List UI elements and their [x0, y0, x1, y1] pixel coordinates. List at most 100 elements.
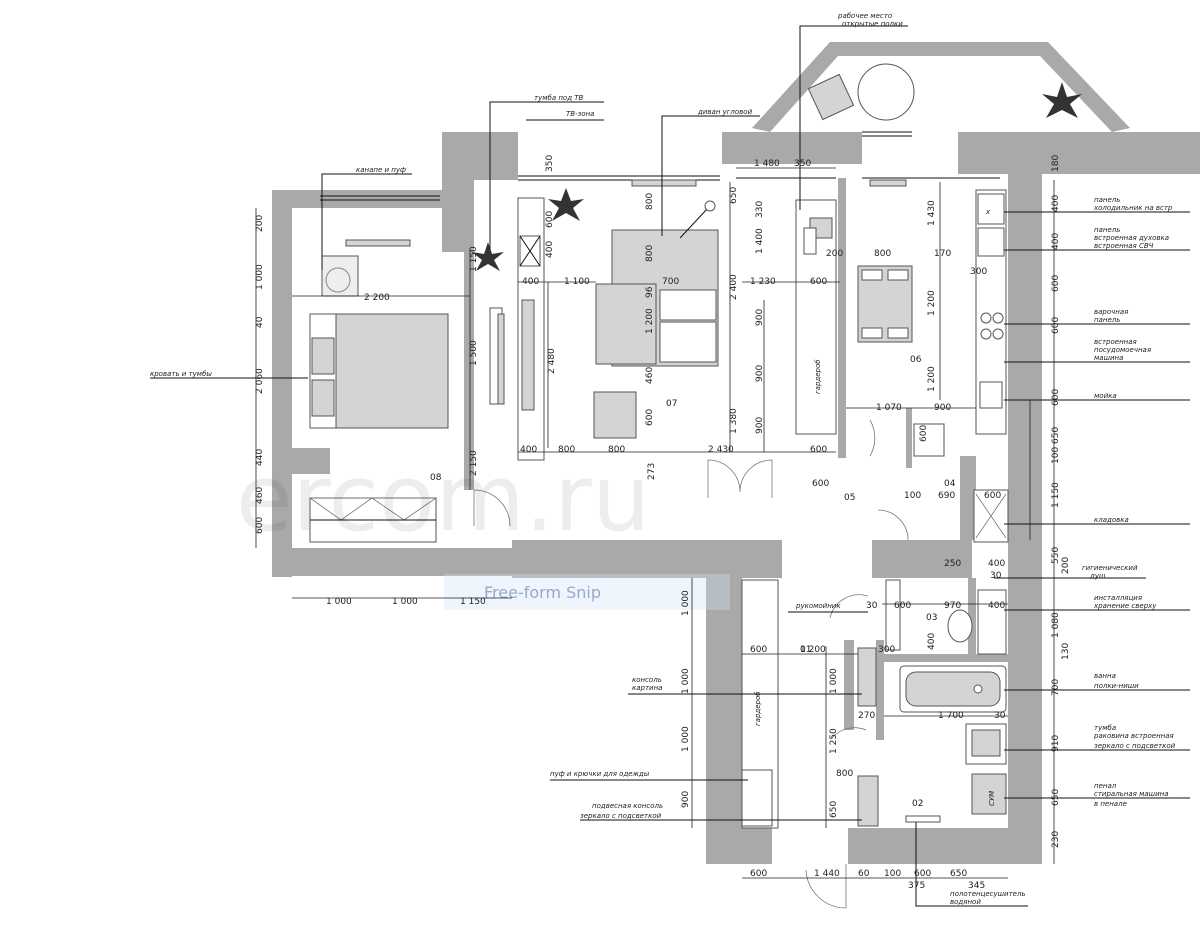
dim-text: 300 [878, 645, 895, 655]
callout-dishwasher: встроенная [1094, 338, 1137, 346]
dim-text: 900 [755, 365, 765, 382]
dim-text: 1 380 [729, 408, 739, 434]
snip-overlay [444, 574, 730, 610]
dim-text: 600 [255, 517, 265, 534]
callout-dishwasher: машина [1094, 354, 1123, 362]
room-number: 04 [944, 479, 956, 489]
dim-text: 1 000 [255, 264, 265, 290]
room-number: 08 [430, 473, 442, 483]
dim-text: 600 [645, 409, 655, 426]
living-double-door [707, 460, 773, 498]
dim-text: 1 480 [754, 159, 780, 169]
room-number: 02 [912, 799, 923, 809]
dim-text: 60 [858, 869, 870, 879]
wall-segment [848, 828, 1042, 864]
callout-pouf-hooks: пуф и крючки для одежды [550, 770, 650, 778]
callout-sofa: диван угловой [697, 108, 753, 116]
dim-text: 800 [645, 193, 655, 210]
callout-bath: ванна [1094, 672, 1116, 680]
room-numbers: 01 02 03 04 05 06 07 08 [430, 355, 956, 809]
bedroom-plant-icon [472, 242, 504, 271]
dim-text: 800 [645, 245, 655, 262]
balcony-plant-icon [1042, 82, 1082, 118]
callout-canape: канапе и пуф [356, 166, 406, 174]
dim-text: 1 000 [681, 590, 691, 616]
dim-text: 1 700 [938, 711, 964, 721]
tv [497, 313, 505, 405]
dim-text: 230 [1051, 831, 1061, 848]
oven [977, 227, 1005, 257]
toilet [947, 609, 973, 643]
dim-text: 1 230 [750, 277, 776, 287]
callout-tv-zone: ТВ-зона [566, 110, 594, 118]
canape [321, 255, 359, 297]
hallway [741, 579, 879, 909]
dim-text: 2 060 [255, 368, 265, 394]
watermark: ercom.ru [236, 445, 650, 552]
dim-text: 650 [729, 187, 739, 204]
hob-burner [980, 312, 992, 324]
callout-fridge: холодильник на встр [1093, 204, 1173, 212]
wall-segment [844, 640, 854, 730]
callout-bed: кровать и тумбы [150, 370, 212, 378]
wall-segment [272, 190, 292, 577]
leader [321, 173, 412, 270]
appliance-label: СУМ [988, 791, 996, 806]
callout-vanity: зеркало с подсветкой [1094, 742, 1176, 750]
dimension-lines [255, 167, 1055, 879]
bath-door-frame [885, 579, 901, 651]
dim-text: 600 [894, 601, 911, 611]
callout-oven: встроенная духовка [1094, 234, 1169, 242]
dim-text: 1 080 [1051, 612, 1061, 638]
wardrobe-doors [308, 497, 438, 521]
living-door-swing [707, 459, 773, 493]
dim-text: 2 430 [708, 445, 734, 455]
dim-text: 1 000 [829, 668, 839, 694]
vanity-sink [971, 729, 1001, 757]
callout-oven: панель [1094, 226, 1120, 234]
dim-text: 1 440 [814, 869, 840, 879]
sofa-seat [659, 321, 717, 363]
balcony [752, 42, 1130, 137]
dim-text: 2 480 [547, 348, 557, 374]
bathtub-basin [905, 671, 1001, 707]
callout-installation: хранение сверху [1093, 602, 1157, 610]
dim-text: 1 430 [927, 200, 937, 226]
dim-text: 1 400 [755, 228, 765, 254]
dim-text: 650 [829, 801, 839, 818]
callout-console: консоль [632, 676, 662, 684]
towel-rail [905, 815, 941, 823]
wall-segment [464, 250, 474, 490]
callout-vanity: тумба [1094, 724, 1116, 732]
callout-hob: панель [1094, 316, 1120, 324]
callout-hanging-console: зеркало с подсветкой [580, 812, 662, 820]
wall-segment [876, 640, 884, 740]
dim-text: 970 [944, 601, 961, 611]
pillow [311, 337, 335, 375]
wall-segment [706, 578, 742, 864]
dim-text: 600 [812, 479, 829, 489]
chair [861, 269, 883, 281]
wardrobe-label: гардероб [814, 359, 822, 394]
leader-lines [150, 25, 1190, 907]
callouts: рабочее место открытые полки тумба под Т… [150, 12, 1176, 906]
entry-door-swing [805, 869, 847, 909]
callout-fridge: панель [1094, 196, 1120, 204]
dim-text: 400 [1051, 233, 1061, 250]
pouf [325, 267, 351, 293]
wall-segment [968, 578, 976, 654]
dim-text: 910 [1051, 735, 1061, 752]
dim-text: 900 [934, 403, 951, 413]
callout-hob: варочная [1094, 308, 1128, 316]
wall-segment [1008, 174, 1042, 864]
dim-text: 180 [1051, 155, 1061, 172]
hanging-console [857, 775, 879, 827]
wall-segment [272, 190, 442, 208]
bedroom-door-swing [473, 489, 511, 527]
dim-text: 200 [255, 215, 265, 232]
wall-segment [958, 132, 1200, 174]
callout-washer: пенал [1094, 782, 1117, 790]
hob-burner [992, 328, 1004, 340]
hob-burner [992, 312, 1004, 324]
